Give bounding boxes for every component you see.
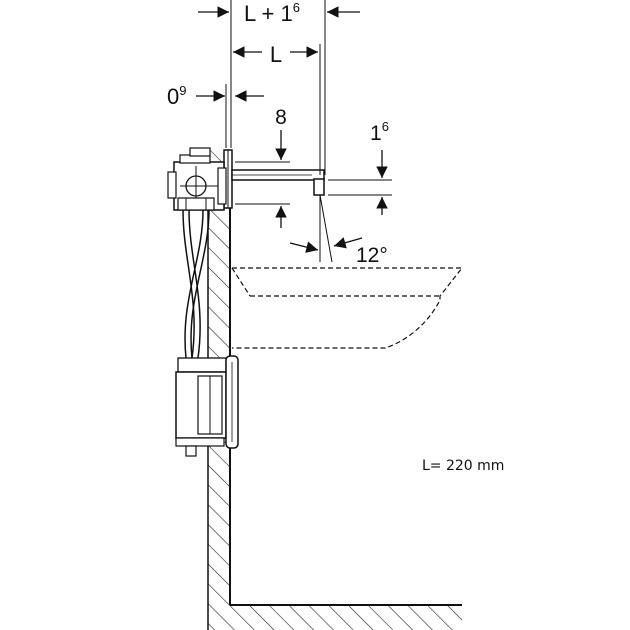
concealed-valve-box [167,147,227,211]
wall-offset-label: 09 [167,83,186,109]
spout-assembly [223,149,325,209]
dimension-spout-height: 8 [275,106,287,228]
dimension-total-length: L + 16 [198,0,360,26]
spout-tip [313,178,325,196]
wall-hatch [208,150,462,630]
dimension-spout-thickness: 16 [370,119,389,215]
dimension-wall-offset: 09 [167,83,264,148]
angle-label: 12° [356,244,388,267]
connection-hoses [182,209,210,359]
dimension-angle: 12° [289,237,388,267]
total-length-label: L + 16 [244,0,300,26]
extension-lines [230,0,392,263]
washbasin-outline [231,267,464,349]
spout-thickness-label: 16 [370,119,389,145]
length-label: L [270,42,282,67]
spout-height-label: 8 [275,106,287,129]
wall-section [207,150,462,630]
control-box [175,355,239,457]
dimension-length: L [233,40,318,67]
length-note: L= 220 mm [422,458,504,474]
